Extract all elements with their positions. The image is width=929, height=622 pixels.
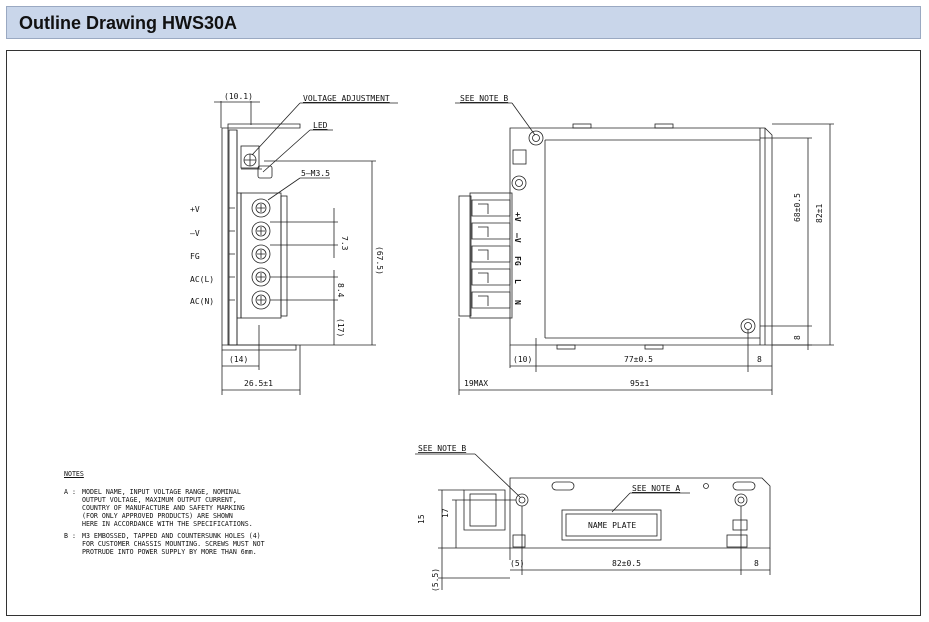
note-a: A : MODEL NAME, INPUT VOLTAGE RANGE, NOM… <box>64 488 354 528</box>
label-led: LED <box>313 121 328 130</box>
side-terminal-plus-v: +V <box>513 212 522 222</box>
dim-8-side: 8 <box>757 355 762 364</box>
page-title: Outline Drawing HWS30A <box>19 13 238 33</box>
terminal-label-ac-l: AC(L) <box>190 275 214 284</box>
dim-height-8: 8 <box>793 335 802 340</box>
notes-title: NOTES <box>64 470 84 478</box>
note-a-text: MODEL NAME, INPUT VOLTAGE RANGE, NOMINAL… <box>82 488 253 528</box>
dim-17: 17 <box>441 508 450 518</box>
side-view: SEE NOTE B +V –V FG L N <box>455 94 834 395</box>
dim-19max: 19MAX <box>464 379 488 388</box>
dim-77: 77±0.5 <box>624 355 653 364</box>
side-terminal-minus-v: –V <box>513 233 522 243</box>
terminal-clamps <box>471 199 511 309</box>
front-view: (10.1) VOLTAGE ADJUSTMENT LED 5–M3.5 <box>190 92 398 395</box>
dim-width-14: (14) <box>229 355 248 364</box>
dim-height-68: 68±0.5 <box>793 193 802 222</box>
label-name-plate: NAME PLATE <box>588 521 636 530</box>
label-see-note-b-bottom: SEE NOTE B <box>418 444 466 453</box>
label-see-note-b-side: SEE NOTE B <box>460 94 508 103</box>
side-terminal-n: N <box>513 300 522 305</box>
dim-pitch-8-4: 8.4 <box>336 283 345 298</box>
dim-8-bottom: 8 <box>754 559 759 568</box>
dim-82: 82±0.5 <box>612 559 641 568</box>
bottom-view: SEE NOTE B SEE NOTE A NAME PLATE 15 17 <box>415 444 771 592</box>
notes-section: NOTES A : MODEL NAME, INPUT VOLTAGE RANG… <box>64 470 354 560</box>
dim-height-82: 82±1 <box>815 204 824 223</box>
name-plate <box>561 509 662 541</box>
dim-width-26-5: 26.5±1 <box>244 379 273 388</box>
dim-10: (10) <box>513 355 532 364</box>
terminal-label-minus-v: –V <box>190 229 200 238</box>
dim-height-67-5: (67.5) <box>375 246 384 275</box>
dim-pitch-7-3: 7.3 <box>340 236 349 251</box>
terminal-label-fg: FG <box>190 252 200 261</box>
note-b: B : M3 EMBOSSED, TAPPED AND COUNTERSUNK … <box>64 532 354 556</box>
terminal-screws <box>251 198 271 310</box>
label-screws: 5–M3.5 <box>301 169 330 178</box>
note-b-key: B : <box>64 532 76 540</box>
label-voltage-adjustment: VOLTAGE ADJUSTMENT <box>303 94 390 103</box>
dim-5-5: (5.5) <box>431 568 440 592</box>
dim-95: 95±1 <box>630 379 649 388</box>
dim-5: (5) <box>510 559 524 568</box>
dim-10-1: (10.1) <box>224 92 253 101</box>
side-terminal-fg: FG <box>513 256 522 266</box>
dim-height-17: (17) <box>336 318 345 337</box>
side-terminal-l: L <box>513 279 522 284</box>
dim-15: 15 <box>417 514 426 524</box>
title-bar: Outline Drawing HWS30A <box>6 6 921 39</box>
terminal-label-plus-v: +V <box>190 205 200 214</box>
label-see-note-a: SEE NOTE A <box>632 484 680 493</box>
terminal-label-ac-n: AC(N) <box>190 297 214 306</box>
drawing-frame <box>6 50 921 616</box>
note-a-key: A : <box>64 488 76 496</box>
note-b-text: M3 EMBOSSED, TAPPED AND COUNTERSUNK HOLE… <box>82 532 265 556</box>
